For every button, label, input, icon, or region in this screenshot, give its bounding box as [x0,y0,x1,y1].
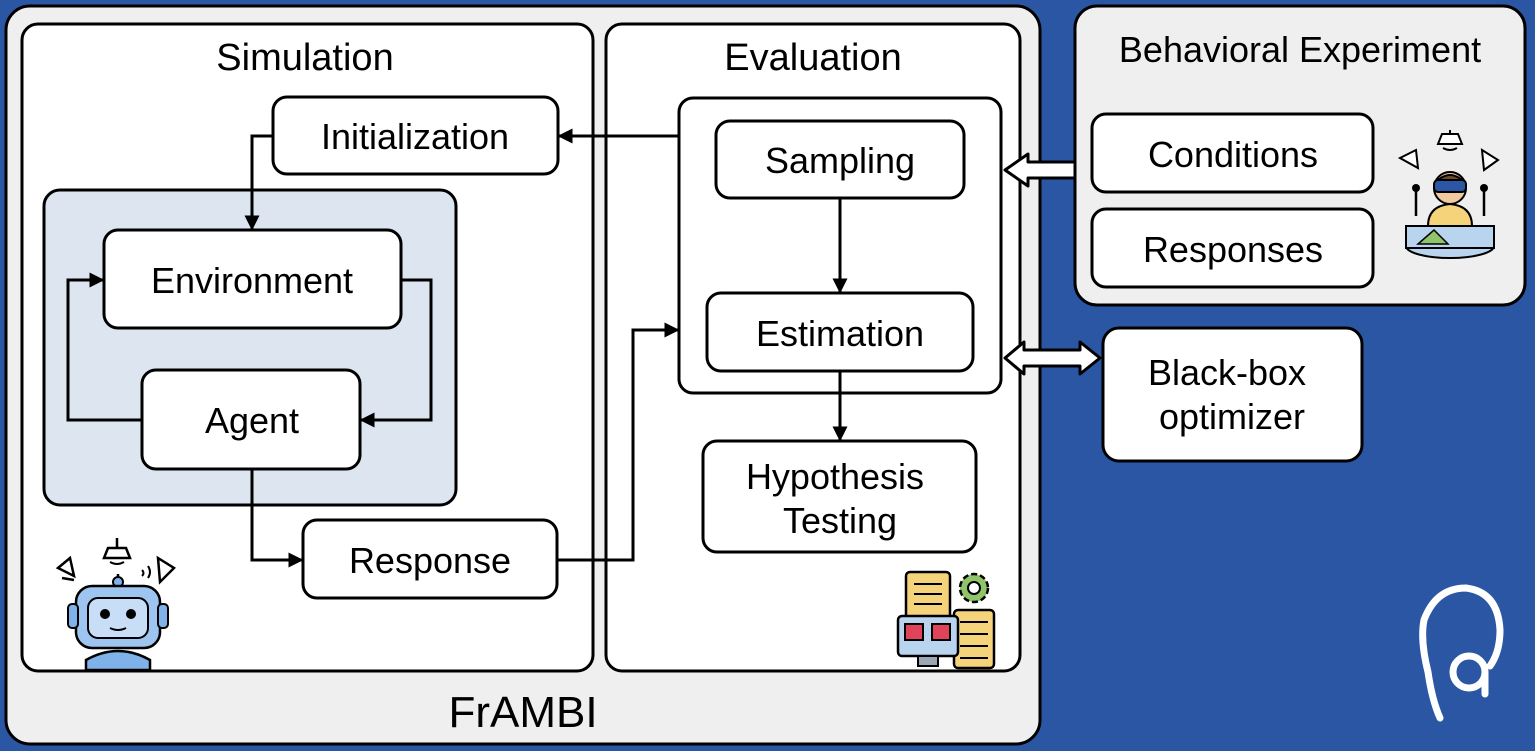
black-box-optimizer-label: Black-box optimizer [1148,352,1316,437]
arrow-agent-to-response [250,469,304,568]
conditions-box [1090,112,1375,194]
black-box-optimizer-box [1101,326,1364,463]
arrow-response-to-evaluation [557,322,680,562]
simulation-title: Simulation [216,37,393,79]
ear-logo-icon [1419,584,1504,722]
optimizer-line-1: Black-box [1148,352,1306,393]
frambi-title: FrAMBI [448,688,597,737]
responses-label: Responses [1143,229,1323,270]
hypothesis-line-2: Testing [783,500,897,541]
person-vr-icon [1397,130,1500,259]
robot-icon [55,538,176,672]
arrow-optimizer-evaluation-bidirectional [1003,340,1102,376]
conditions-label: Conditions [1148,134,1318,175]
environment-label: Environment [151,260,353,301]
estimation-label: Estimation [756,313,924,354]
behavioral-title: Behavioral Experiment [1119,29,1481,70]
arrow-agent-to-environment [66,272,142,422]
server-gear-icon [896,570,996,670]
responses-box [1090,207,1375,289]
hypothesis-testing-label: Hypothesis Testing [746,456,934,541]
initialization-label: Initialization [321,116,509,157]
optimizer-line-2: optimizer [1159,396,1305,437]
arrow-behavioral-to-evaluation [1003,152,1077,188]
response-label: Response [349,540,511,581]
arrow-environment-to-agent [359,278,433,428]
sampling-label: Sampling [765,140,915,181]
evaluation-title: Evaluation [724,37,901,79]
arrow-init-to-environment [244,134,273,231]
hypothesis-line-1: Hypothesis [746,456,924,497]
agent-label: Agent [205,400,299,441]
